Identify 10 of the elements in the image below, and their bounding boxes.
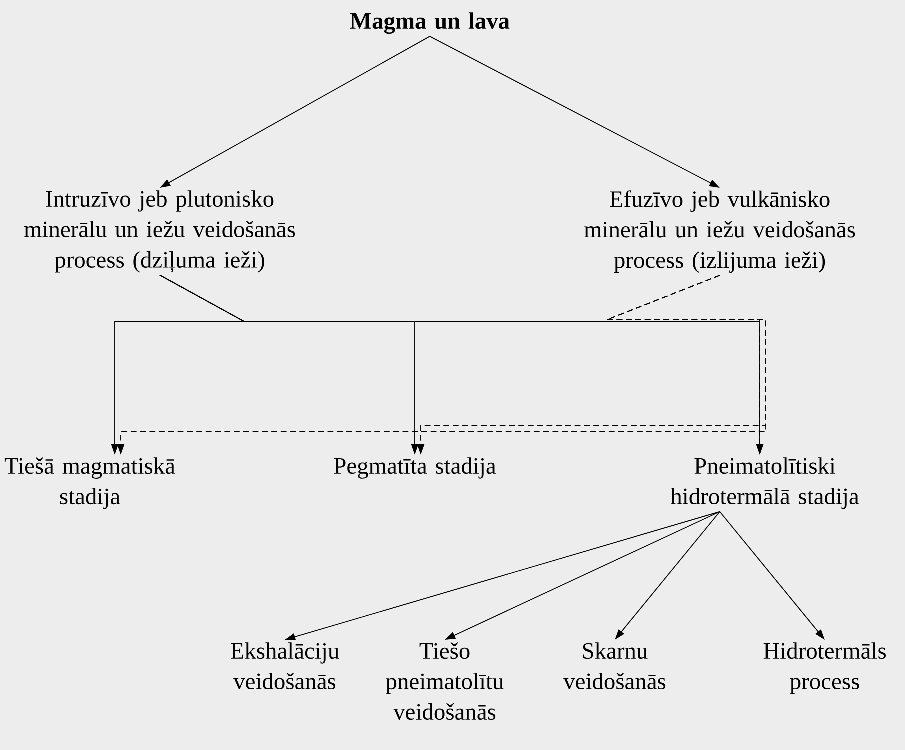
process-label: Efuzīvo jeb vulkānisko minerālu un iežu veidošanās process (izlijuma ieži) — [584, 190, 856, 273]
heading-label: Magma un lava — [350, 12, 510, 34]
process-label: Intruzīvo jeb plutonisko minerālu un iežu veidošanās process (dziļuma ieži) — [24, 190, 296, 273]
outcome-label: Hidrotermāls process — [764, 642, 886, 694]
outcome-label: Ekshalāciju veidošanās — [231, 642, 340, 690]
outcome-label: Tiešo pneimatolītu veidošanās — [386, 642, 504, 720]
outcome-label: Skarnu veidošanās — [564, 642, 666, 690]
stage-label: Pneimatolītiski hidrotermālā stadija — [670, 458, 860, 510]
stage-label: Tiešā magmatiskā stadija — [4, 458, 176, 510]
stage-label: Pegmatīta stadija — [334, 458, 496, 479]
